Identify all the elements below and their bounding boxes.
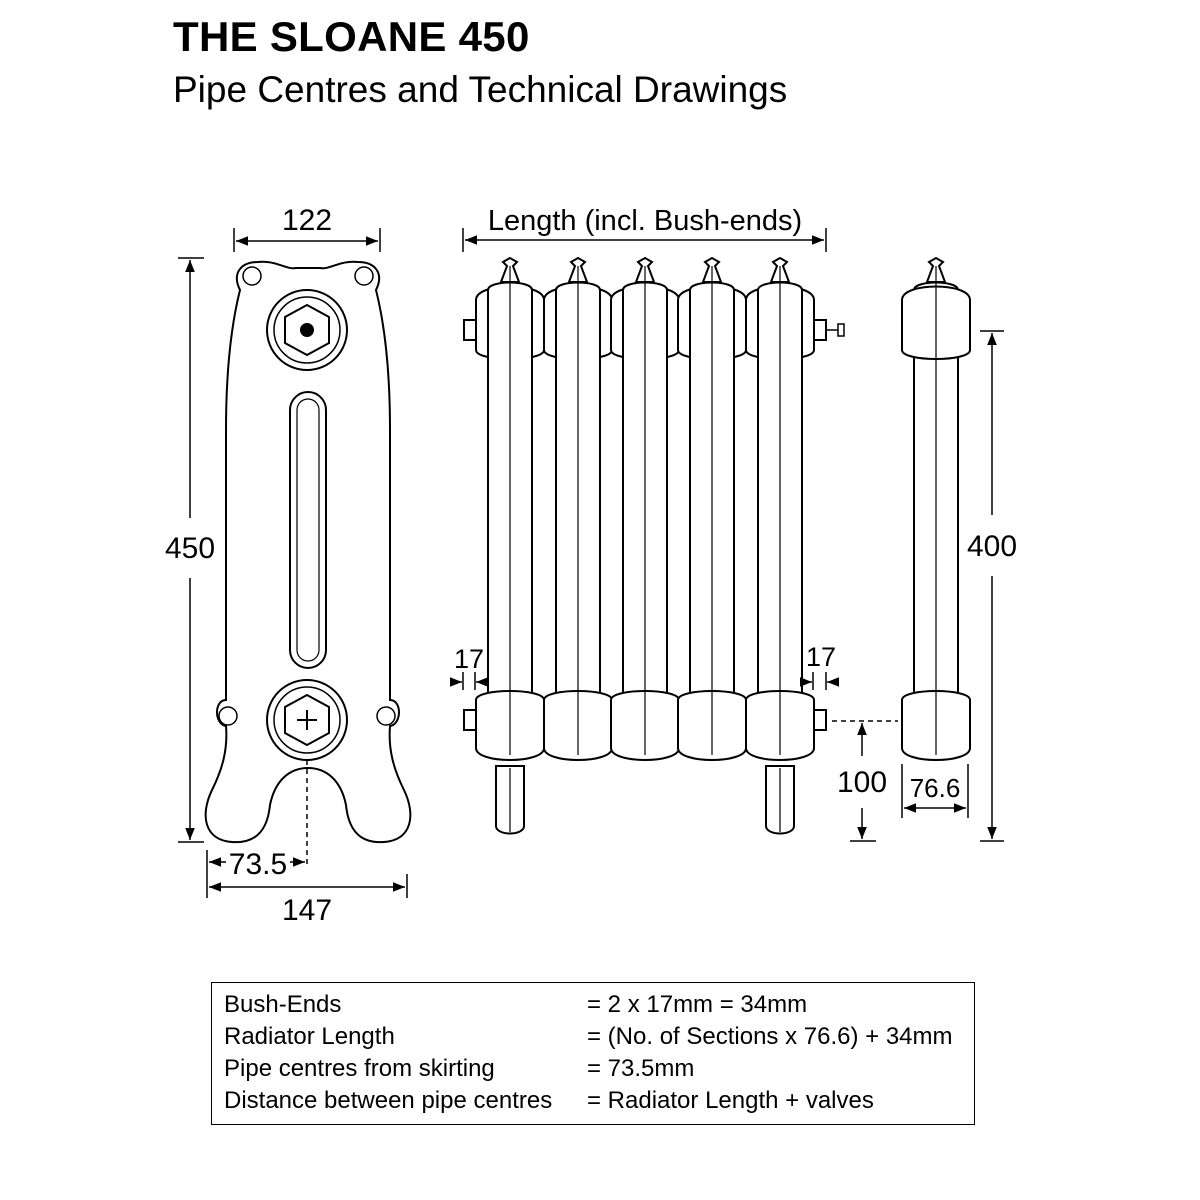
dimension-section-width — [901, 764, 969, 818]
label-top-width: 122 — [282, 204, 332, 237]
front-slot-inner — [296, 398, 320, 662]
label-height-400: 400 — [967, 530, 1017, 563]
spec-value: = 2 x 17mm = 34mm — [587, 991, 808, 1018]
label-length: Length (incl. Bush-ends) — [488, 205, 802, 237]
foot-scroll-right — [376, 706, 396, 726]
radiator-section — [610, 256, 680, 761]
bleed-valve — [813, 319, 827, 341]
top-bleed-dot — [300, 323, 314, 337]
spec-value: = (No. of Sections x 76.6) + 34mm — [587, 1023, 953, 1050]
dimension-pipe-offset — [206, 850, 305, 898]
radiator-section — [543, 256, 613, 761]
label-height-450: 450 — [165, 532, 215, 565]
label-pipe-offset: 73.5 — [229, 848, 287, 881]
dimension-bush-right — [800, 672, 839, 690]
page-title: THE SLOANE 450 — [173, 13, 530, 60]
page-subtitle: Pipe Centres and Technical Drawings — [173, 69, 788, 110]
top-scroll-left — [242, 266, 262, 286]
label-pipe-height: 100 — [837, 766, 887, 799]
dimension-base-width — [209, 874, 408, 898]
spec-value: = Radiator Length + valves — [587, 1087, 874, 1114]
spec-label: Distance between pipe centres — [224, 1087, 553, 1114]
bush-end — [463, 709, 477, 731]
top-scroll-right — [354, 266, 374, 286]
side-view-radiator — [463, 256, 845, 835]
dimension-height-450 — [178, 257, 204, 843]
spec-label: Radiator Length — [224, 1023, 395, 1050]
radiator-section — [475, 256, 545, 761]
spec-label: Bush-Ends — [224, 991, 342, 1018]
bush-end — [463, 319, 477, 341]
foot-scroll-left — [218, 706, 238, 726]
radiator-section — [677, 256, 747, 761]
bush-end — [813, 709, 827, 731]
bleed-valve-key — [826, 323, 845, 337]
label-section-width: 76.6 — [910, 773, 961, 803]
spec-value: = 73.5mm — [587, 1055, 695, 1082]
dimension-bush-left — [450, 672, 488, 690]
dimension-top-width — [233, 228, 381, 252]
dimension-height-400 — [980, 330, 1004, 842]
dimension-length — [462, 228, 827, 252]
section-view-radiator — [901, 256, 971, 761]
front-view-radiator — [204, 260, 412, 844]
technical-drawing: 122 450 73.5 147 Length (incl. Bush-ends… — [165, 204, 1017, 927]
label-base-width: 147 — [282, 894, 332, 927]
dimension-pipe-height — [850, 723, 876, 842]
label-bush-right: 17 — [806, 642, 836, 672]
label-bush-left: 17 — [454, 644, 484, 674]
radiator-section — [745, 256, 815, 761]
spec-label: Pipe centres from skirting — [224, 1055, 495, 1082]
